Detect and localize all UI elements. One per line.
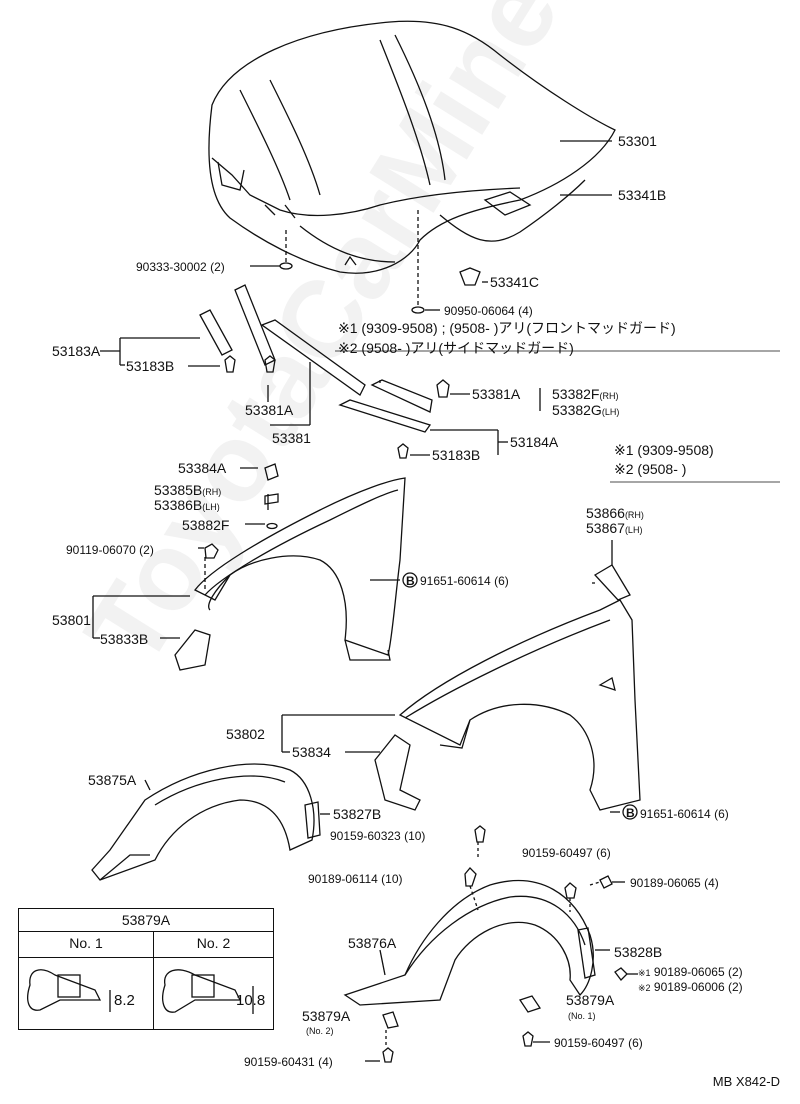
clip-table-col-no2: No. 2: [154, 931, 273, 1029]
part-91651-60614[interactable]: 91651-60614 (6): [420, 574, 509, 588]
part-53183B[interactable]: 53183B: [432, 447, 481, 463]
legend-mark-2: ※2 (9508- ): [614, 461, 687, 477]
part-53381A[interactable]: 53381A: [245, 402, 294, 418]
part-53875A[interactable]: 53875A: [88, 772, 137, 788]
clip-table-col-no2-header: No. 2: [196, 935, 231, 951]
part-53833B[interactable]: 53833B: [100, 631, 149, 647]
part-90189-06114[interactable]: 90189-06114 (10): [308, 872, 403, 886]
part-53801[interactable]: 53801: [52, 612, 91, 628]
part-53384A[interactable]: 53384A: [178, 460, 227, 476]
part-90119-06070[interactable]: 90119-06070 (2): [66, 543, 154, 557]
part-53301[interactable]: 53301: [618, 133, 657, 149]
part-53879A-no1-note: (No. 1): [568, 1011, 596, 1021]
fender-53801-drawing: [194, 477, 406, 661]
part-53879A-no2[interactable]: 53879A: [302, 1008, 351, 1024]
legend-mark-1: ※1 (9309-9508): [614, 442, 714, 458]
part-53341B[interactable]: 53341B: [618, 187, 667, 203]
part-53827B[interactable]: 53827B: [333, 806, 382, 822]
clip-table-col-no1-header: No. 1: [69, 935, 103, 951]
clip-no2-dimension: 10.8: [236, 992, 266, 1009]
fender-53802-drawing: [398, 599, 641, 811]
part-90950-06064[interactable]: 90950-06064 (4): [444, 304, 533, 318]
hood-53301-drawing: [208, 20, 616, 274]
part-90189-06006-mark2[interactable]: ※2 90189-06006 (2): [638, 980, 743, 994]
clip-table-53879A: 53879A No. 1 No. 2: [18, 908, 274, 1030]
part-53867[interactable]: 53867(LH): [586, 520, 643, 536]
part-90159-60323[interactable]: 90159-60323 (10): [330, 829, 426, 843]
diagram-code: MB X842-D: [712, 1074, 780, 1089]
part-53341C[interactable]: 53341C: [490, 274, 540, 290]
part-90159-60497[interactable]: 90159-60497 (6): [522, 846, 611, 860]
part-90189-06065-mark1[interactable]: ※1 90189-06065 (2): [638, 965, 743, 979]
part-53876A[interactable]: 53876A: [348, 935, 397, 951]
part-53828B[interactable]: 53828B: [614, 944, 663, 960]
clip-table-divider: [19, 957, 273, 958]
part-90159-60497[interactable]: 90159-60497 (6): [554, 1036, 643, 1050]
part-53183A[interactable]: 53183A: [52, 343, 101, 359]
liner-53875A-drawing: [91, 763, 315, 881]
clip-no1-drawing: [27, 969, 111, 1012]
part-53183B[interactable]: 53183B: [126, 358, 175, 374]
part-90333-30002[interactable]: 90333-30002 (2): [136, 260, 225, 274]
part-90189-06065[interactable]: 90189-06065 (4): [630, 876, 719, 890]
clip-table-title: 53879A: [19, 909, 273, 932]
part-53381A[interactable]: 53381A: [472, 386, 521, 402]
part-53879A-no1[interactable]: 53879A: [566, 992, 615, 1008]
circle-b-label: B: [406, 574, 415, 588]
note-mark-2: ※2 (9508- )アリ(サイドマッドガード): [338, 340, 574, 356]
clip-table-col-no1: No. 1: [19, 931, 154, 1029]
part-91651-60614[interactable]: 91651-60614 (6): [640, 807, 729, 821]
part-53382G[interactable]: 53382G(LH): [552, 402, 620, 418]
part-53834[interactable]: 53834: [292, 744, 331, 760]
clip-no1-dimension: 8.2: [114, 992, 135, 1009]
part-53381[interactable]: 53381: [272, 430, 311, 446]
clip-no2-drawing: [162, 969, 254, 1014]
part-53879A-no2-note: (No. 2): [306, 1026, 334, 1036]
hood-stays-drawing: [199, 284, 433, 433]
note-mark-1: ※1 (9309-9508) ; (9508- )アリ(フロントマッドガード): [338, 320, 676, 336]
part-90159-60431[interactable]: 90159-60431 (4): [244, 1055, 333, 1069]
liner-53876A-drawing: [343, 880, 594, 1006]
part-53385B[interactable]: 53385B(RH): [154, 482, 222, 498]
part-53866[interactable]: 53866(RH): [586, 505, 644, 521]
part-53386B[interactable]: 53386B(LH): [154, 497, 220, 513]
part-53382F[interactable]: 53382F(RH): [552, 386, 619, 402]
part-53802[interactable]: 53802: [226, 726, 265, 742]
part-53184A[interactable]: 53184A: [510, 434, 559, 450]
part-53882F[interactable]: 53882F: [182, 517, 230, 533]
circle-b-label: B: [626, 806, 635, 820]
